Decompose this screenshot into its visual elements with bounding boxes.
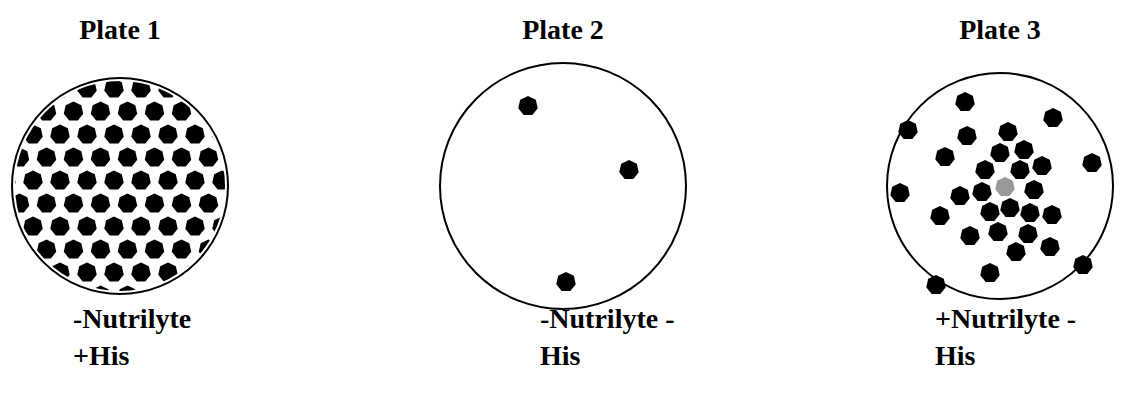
nutrilyte-spot — [995, 177, 1015, 196]
colony-lawn — [10, 76, 230, 296]
plate-title: Plate 1 — [10, 11, 230, 48]
plate-title: Plate 3 — [887, 11, 1113, 48]
plate-title: Plate 2 — [440, 11, 686, 48]
condition-label: -Nutrilyte +His — [73, 300, 238, 374]
petri-dish — [440, 63, 686, 309]
petri-plate: Plate 3 +Nutrilyte -His — [887, 10, 1113, 374]
condition-label: +Nutrilyte -His — [935, 300, 1100, 374]
petri-plate: Plate 2-Nutrilyte -His — [440, 10, 686, 374]
petri-dish — [887, 73, 1113, 299]
petri-plate: Plate 1-Nutrilyte +His — [10, 10, 230, 374]
colonies — [518, 96, 639, 291]
condition-label: -Nutrilyte -His — [540, 300, 705, 374]
colonies — [890, 92, 1102, 294]
